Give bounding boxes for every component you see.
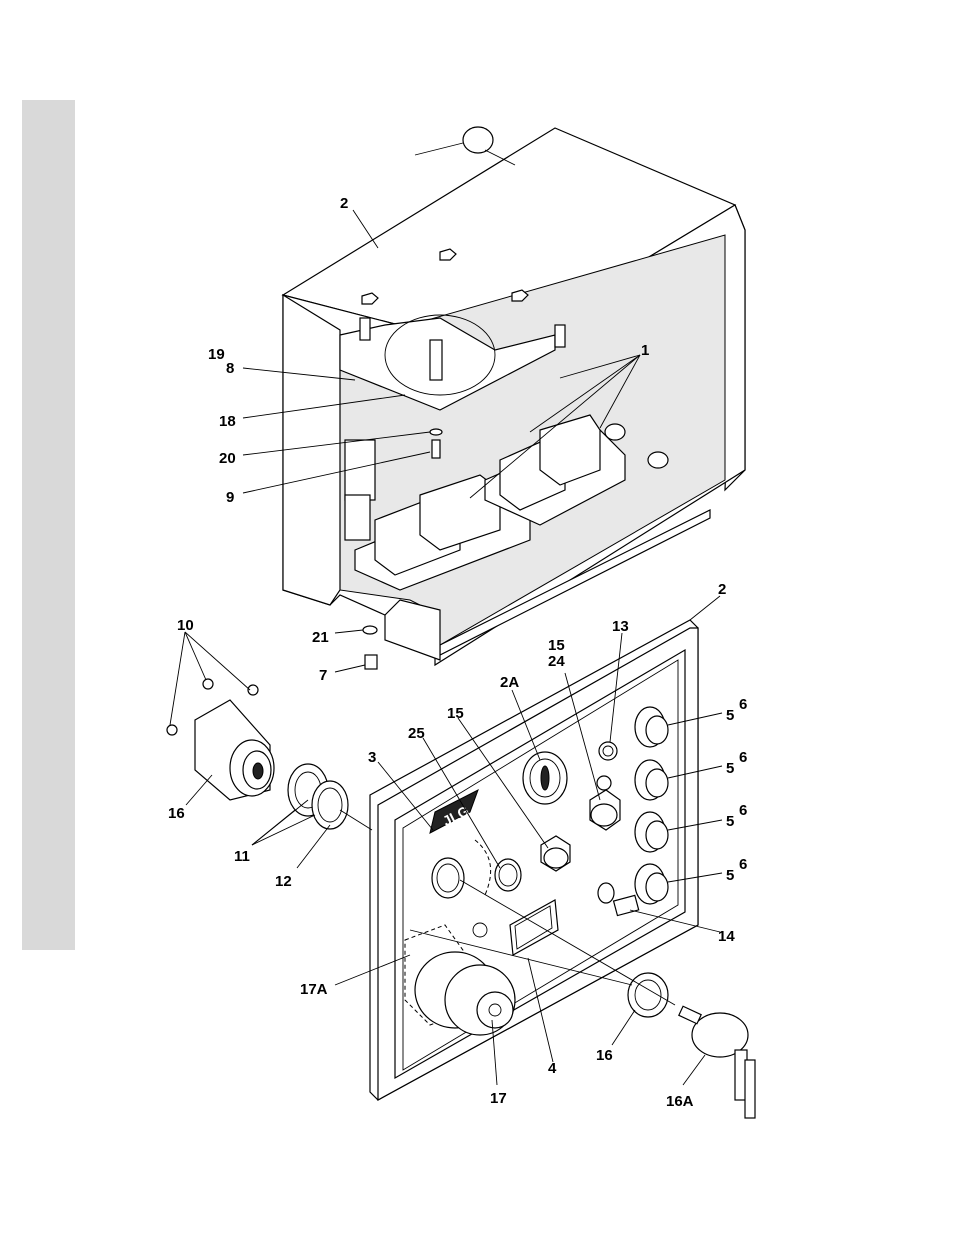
callout-21: 21 xyxy=(312,629,329,646)
callout-4: 4 xyxy=(548,1060,557,1077)
callout-11: 11 xyxy=(234,848,250,865)
callout-12: 12 xyxy=(275,873,292,890)
callout-5-c: 5 xyxy=(726,813,734,830)
callout-7: 7 xyxy=(319,667,327,684)
callout-6-c: 6 xyxy=(739,802,747,819)
callout-5-b: 5 xyxy=(726,760,734,777)
callout-15-upper: 15 xyxy=(548,637,565,654)
callout-1: 1 xyxy=(641,342,649,359)
callout-2-panel: 2 xyxy=(718,581,726,598)
callout-19: 19 xyxy=(208,346,225,363)
control-panel: JLG xyxy=(370,620,698,1100)
key-switch-assembly xyxy=(167,679,348,829)
callout-17A: 17A xyxy=(300,981,328,998)
callout-18: 18 xyxy=(219,413,236,430)
callout-25: 25 xyxy=(408,725,425,742)
callout-2-top: 2 xyxy=(340,195,348,212)
callout-15-lower: 15 xyxy=(447,705,464,722)
callout-16A: 16A xyxy=(666,1093,694,1110)
callout-16-left: 16 xyxy=(168,805,185,822)
callout-8: 8 xyxy=(226,360,234,377)
callout-6-a: 6 xyxy=(739,696,747,713)
callout-5-a: 5 xyxy=(726,707,734,724)
callout-2A: 2A xyxy=(500,674,519,691)
callout-3: 3 xyxy=(368,749,376,766)
callout-5-d: 5 xyxy=(726,867,734,884)
callout-16-right: 16 xyxy=(596,1047,613,1064)
control-box-enclosure xyxy=(283,127,745,665)
callout-24: 24 xyxy=(548,653,565,670)
callout-13: 13 xyxy=(612,618,629,635)
callout-10: 10 xyxy=(177,617,194,634)
callout-6-b: 6 xyxy=(739,749,747,766)
callout-17: 17 xyxy=(490,1090,507,1107)
callout-9: 9 xyxy=(226,489,234,506)
callout-20: 20 xyxy=(219,450,236,467)
callout-6-d: 6 xyxy=(739,856,747,873)
callout-14: 14 xyxy=(718,928,735,945)
